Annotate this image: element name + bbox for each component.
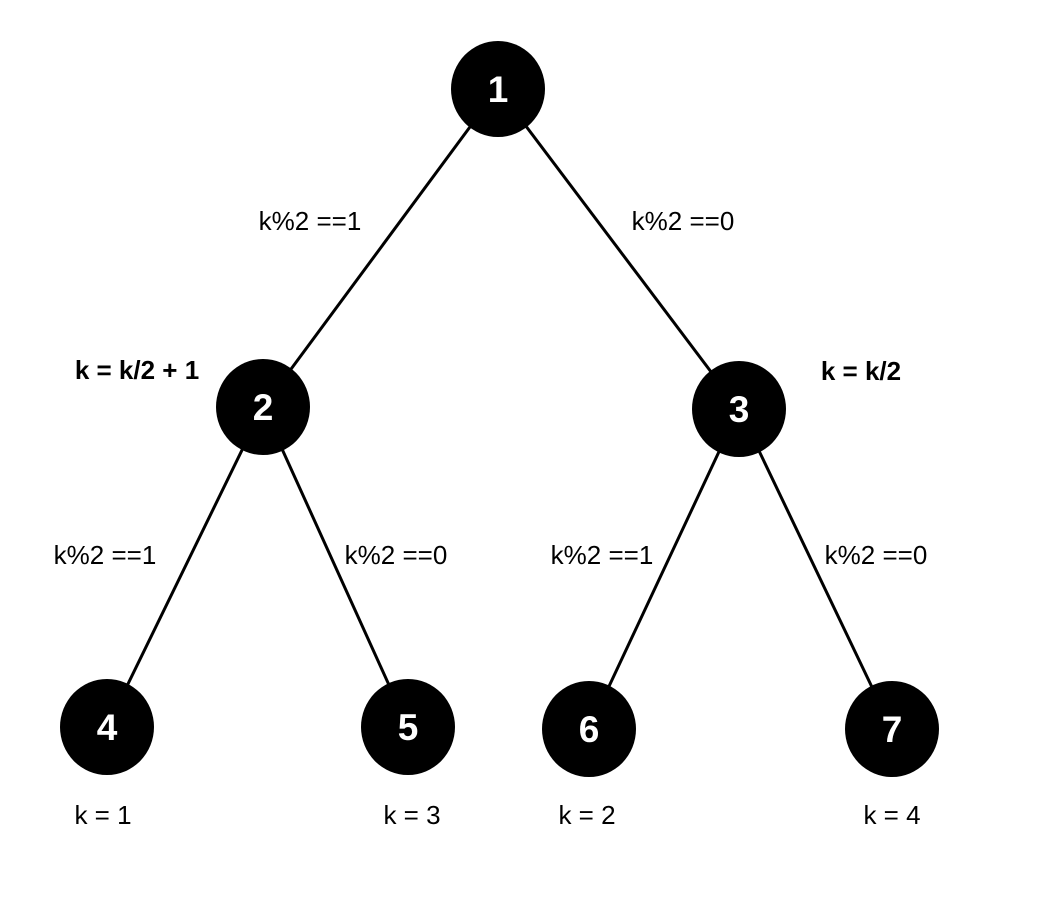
node-5-circle [361,679,455,775]
node-7-result-label: k = 4 [863,800,920,830]
node-4-circle [60,679,154,775]
node-3-side-label: k = k/2 [821,356,901,386]
node-4-label: 4 [97,707,118,748]
edge-condition-labels: k%2 ==1 k%2 ==0 k%2 ==1 k%2 ==0 k%2 ==1 … [54,206,928,570]
tree-edges [105,88,894,730]
tree-nodes [60,41,939,777]
edge-3-7-label: k%2 ==0 [825,540,928,570]
node-1-label: 1 [488,69,509,110]
leaf-result-labels: k = 1 k = 3 k = 2 k = 4 [74,800,920,830]
edge-3-7 [737,408,894,730]
node-7-circle [845,681,939,777]
node-6-circle [542,681,636,777]
node-5-label: 5 [398,707,419,748]
node-1-circle [451,41,545,137]
edge-3-6-label: k%2 ==1 [551,540,654,570]
node-2-label: 2 [253,387,274,428]
node-6-result-label: k = 2 [558,800,615,830]
edge-1-2-label: k%2 ==1 [259,206,362,236]
node-7-label: 7 [882,709,903,750]
edge-2-4-label: k%2 ==1 [54,540,157,570]
node-2-circle [216,359,310,455]
node-4-result-label: k = 1 [74,800,131,830]
node-5-result-label: k = 3 [383,800,440,830]
node-side-labels: k = k/2 + 1 k = k/2 [75,355,901,386]
edge-2-5-label: k%2 ==0 [345,540,448,570]
node-6-label: 6 [579,709,600,750]
edge-3-6 [587,408,741,730]
edge-1-3 [496,88,741,410]
edge-1-2 [261,88,500,408]
node-3-label: 3 [729,389,750,430]
edge-1-3-label: k%2 ==0 [632,206,735,236]
edge-2-5 [261,406,410,728]
edge-2-4 [105,406,265,728]
node-2-side-label: k = k/2 + 1 [75,355,199,385]
tree-node-numbers: 1 2 3 4 5 6 7 [97,69,903,750]
node-3-circle [692,361,786,457]
